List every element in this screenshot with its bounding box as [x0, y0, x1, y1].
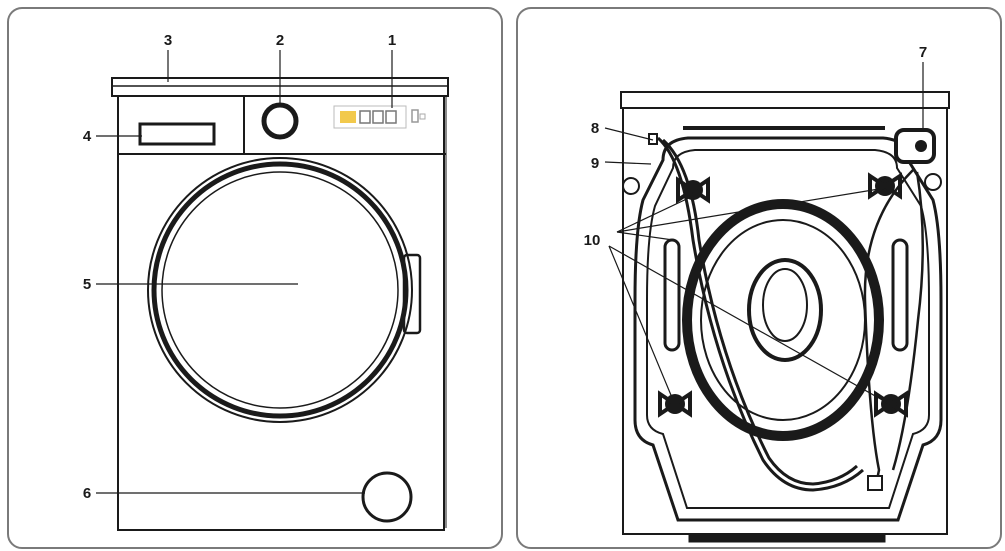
transit-bolt-bottom-right	[874, 390, 908, 418]
callout-3: 3	[164, 32, 172, 49]
callout-8: 8	[591, 120, 599, 137]
transit-bolts	[658, 172, 908, 418]
callout-2: 2	[276, 32, 284, 49]
front-panel-border	[7, 7, 503, 549]
detergent-drawer	[117, 95, 245, 155]
callout-10: 10	[584, 232, 601, 249]
callout-6: 6	[83, 485, 91, 502]
loading-door	[147, 157, 422, 423]
callout-9: 9	[591, 155, 599, 172]
display-panel	[333, 105, 426, 129]
callout-5: 5	[83, 276, 91, 293]
washer-rear-body	[620, 91, 950, 543]
back-view-panel: 7 8 9 10	[513, 0, 1005, 551]
callout-4: 4	[83, 128, 92, 145]
water-inlet-valve	[894, 128, 936, 164]
pump-filter-cover	[361, 471, 413, 523]
rear-fittings	[622, 133, 942, 195]
front-view-diagram: 1 2 3 4 5 6	[7, 7, 503, 549]
drum-rear	[682, 199, 884, 441]
back-callout-lines	[604, 62, 924, 407]
callout-7: 7	[919, 44, 927, 61]
rear-panel-outline	[633, 136, 943, 522]
power-cable	[863, 169, 925, 491]
front-view-panel: 1 2 3 4 5 6	[7, 7, 503, 549]
transit-bolt-bottom-left	[658, 390, 692, 418]
program-knob	[261, 102, 299, 140]
back-view-diagram: 7 8 9 10	[516, 7, 1002, 549]
callout-1: 1	[388, 32, 396, 49]
transit-bolt-top-right	[868, 172, 902, 200]
front-callout-lines	[96, 50, 393, 494]
drain-hose	[656, 136, 865, 492]
